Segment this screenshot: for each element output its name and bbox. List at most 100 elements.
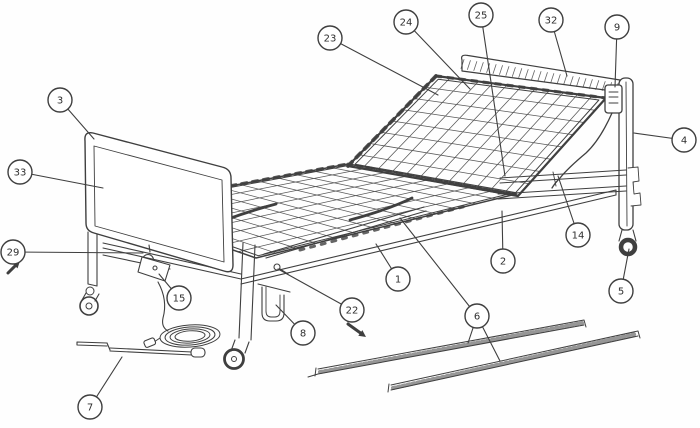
callout-3-number: 3 [57,96,63,107]
callout-22: 22 [339,297,365,323]
callout-6-circle [464,303,490,329]
footboard [84,131,234,273]
footboard-panel [84,131,234,273]
head-end-caster [618,229,638,257]
callout-4-circle [671,127,697,153]
leader-line-24 [405,21,471,90]
footboard-panel-inset [93,145,225,263]
foot-front-caster [223,339,250,370]
callout-1: 1 [385,266,411,292]
callout-32: 32 [538,7,564,33]
callout-24: 24 [393,9,419,35]
callout-3: 3 [47,87,73,113]
leader-line-23 [329,37,439,96]
mattress-deck-head-section [346,74,608,198]
headboard-rail-hatch-texture [460,59,619,93]
callout-14-circle [565,222,591,248]
callout-1-number: 1 [395,275,401,286]
callout-2: 2 [490,248,516,274]
callout-7: 7 [77,394,103,420]
headboard-mount-bracket [627,166,642,207]
pendant-cable [551,112,613,189]
callout-22-number: 22 [346,306,359,317]
callout-6: 6 [464,303,490,329]
callout-29-number: 29 [7,248,20,259]
undercarriage-parts [137,244,291,348]
headboard-top-rail [461,54,621,93]
callout-8-circle [290,320,316,346]
callout-22-circle [339,297,365,323]
leader-line-6 [399,217,478,317]
callout-5: 5 [608,278,634,304]
callout-33: 33 [7,159,33,185]
head-deck-top-edge-hooks [434,74,608,100]
callout-23: 23 [317,25,343,51]
callout-14: 14 [565,222,591,248]
deck-hinge-edge-hooks [346,162,518,196]
foot-left-caster [79,286,100,316]
callout-15-number: 15 [173,294,186,305]
foot-end-legs [79,231,256,370]
callout-7-circle [77,394,103,420]
frame-side-rail [240,189,617,285]
callout-25: 25 [468,2,494,28]
callout-33-number: 33 [14,168,27,179]
callout-15-circle [166,285,192,311]
callout-4: 4 [671,127,697,153]
callout-29: 29 [0,239,26,265]
leader-line-29 [12,251,144,254]
side-rails [307,319,641,393]
callout-25-number: 25 [475,11,488,22]
callout-33-circle [7,159,33,185]
side-rail-1 [307,319,587,378]
direction-arrow-2-shaft [346,322,362,335]
callout-9-circle [604,14,630,40]
callout-2-circle [490,248,516,274]
headboard-post-inner-line [625,81,628,227]
motor-cable [157,281,169,332]
headboard-post [618,77,634,231]
side-rail-2 [387,330,641,393]
head-deck-left-edge-hooks [346,74,438,168]
callout-4-number: 4 [681,136,687,147]
leader-line-25 [480,14,506,177]
callout-24-number: 24 [400,18,413,29]
headboard [460,54,642,257]
direction-arrow-2-head [358,330,366,337]
callout-25-circle [468,2,494,28]
callout-7-number: 7 [87,403,93,414]
callout-32-circle [538,7,564,33]
crank-grip [190,347,206,358]
crank-socket-pin [273,263,289,275]
direction-arrow-1-shaft [6,264,17,275]
callout-5-number: 5 [618,287,624,298]
callout-6-number: 6 [474,312,480,323]
leader-line-33 [19,171,104,189]
leader-line-22 [277,268,353,311]
callout-15: 15 [166,285,192,311]
callout-23-number: 23 [324,34,337,45]
pendant-control [551,84,623,189]
callout-9-number: 9 [614,23,620,34]
deck-front-edge-hooks [298,203,472,252]
callout-8: 8 [290,320,316,346]
callout-23-circle [317,25,343,51]
callout-14-number: 14 [572,231,585,242]
callout-2-number: 2 [500,257,506,268]
callout-1-circle [385,266,411,292]
callout-5-circle [608,278,634,304]
head-deck-spring-mesh [358,77,596,194]
callout-3-circle [47,87,73,113]
crank-hook-bracket [257,283,291,322]
seat-roll-edge-arc [348,196,414,222]
callout-32-number: 32 [545,16,558,27]
power-plug [143,337,157,348]
pendant-buttons [608,91,619,104]
crank-handle [76,341,206,358]
callout-29-circle [0,239,26,265]
callout-24-circle [393,9,419,35]
power-cord-coil [143,324,221,348]
